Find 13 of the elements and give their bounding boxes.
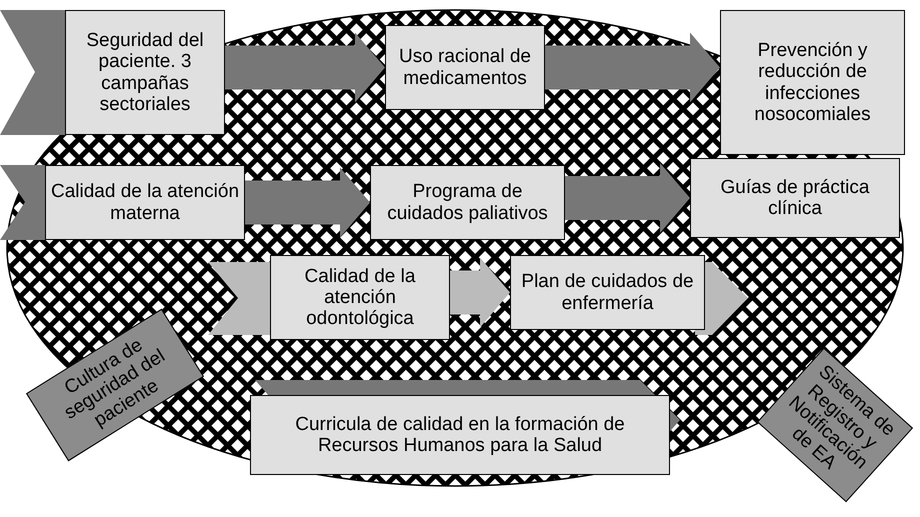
text-box: Uso racional de medicamentos [385,25,545,110]
chevron-arrow [565,163,690,233]
text-box: Programa de cuidados paliativos [370,165,565,240]
text-box: Seguridad del paciente. 3 campañas sectoriales [65,10,225,135]
text-box: Plan de cuidados de enfermería [510,255,705,330]
chevron-arrow [225,32,385,102]
text-box: Guías de práctica clínica [690,158,900,238]
text-box: Calidad de la atención materna [45,165,245,240]
text-box: Prevención y reducción de infecciones nosocomiales [720,10,905,155]
chevron-arrow [245,168,370,238]
chevron-arrow [450,258,510,328]
text-box: Curricula de calidad en la formación de Recursos Humanos para la Salud [250,395,670,475]
text-box: Calidad de la atención odontológica [270,255,450,340]
